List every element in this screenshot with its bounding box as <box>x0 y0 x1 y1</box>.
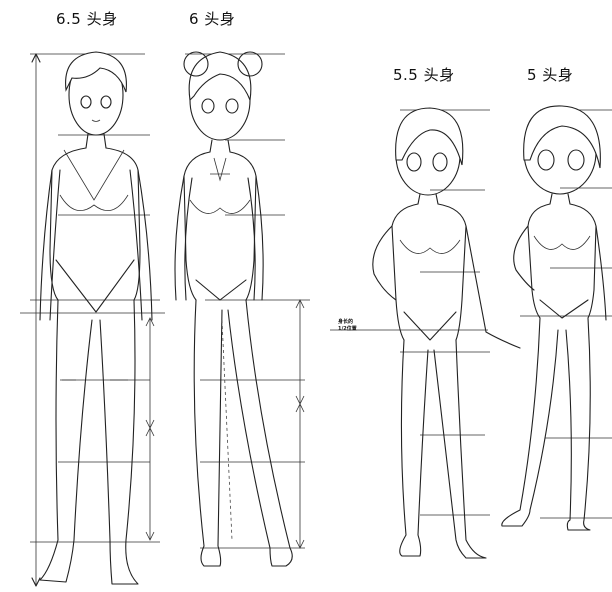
half-height-note-line2: 1/2位置 <box>338 326 357 332</box>
head-unit-guides-5 <box>520 109 612 519</box>
label-5-5-heads: 5.5 头身 <box>393 66 455 84</box>
hair-bun-left <box>183 51 209 77</box>
label-6-5-heads: 6.5 头身 <box>56 10 118 28</box>
figure-5-5-heads <box>330 107 521 559</box>
eye-right-icon <box>432 152 448 172</box>
eye-left-icon <box>80 95 92 109</box>
eye-right-icon <box>567 149 585 171</box>
eye-left-icon <box>406 152 422 172</box>
eye-left-icon <box>537 149 555 171</box>
arrow-bottom-icon <box>31 577 41 587</box>
half-height-note-line1: 身长的 <box>338 319 354 325</box>
figure-5-heads <box>501 105 612 531</box>
hair-6 <box>188 51 252 103</box>
figure-6-5-heads <box>20 51 165 587</box>
hair-bun-right <box>237 51 263 77</box>
label-5-heads: 5 头身 <box>527 66 574 84</box>
label-6-heads: 6 头身 <box>189 10 236 28</box>
eye-right-icon <box>225 98 239 114</box>
hair-6-5 <box>65 51 127 93</box>
hair-5 <box>523 105 601 169</box>
half-height-note: 身长的 1/2位置 <box>338 319 357 333</box>
figure-6-heads <box>174 51 310 567</box>
eye-right-icon <box>100 95 112 109</box>
hair-5-5 <box>395 107 464 166</box>
head-unit-guides <box>20 53 165 543</box>
head-unit-guides-6 <box>185 53 310 549</box>
head-unit-guides-5-5 <box>400 109 490 516</box>
eye-left-icon <box>201 98 215 114</box>
